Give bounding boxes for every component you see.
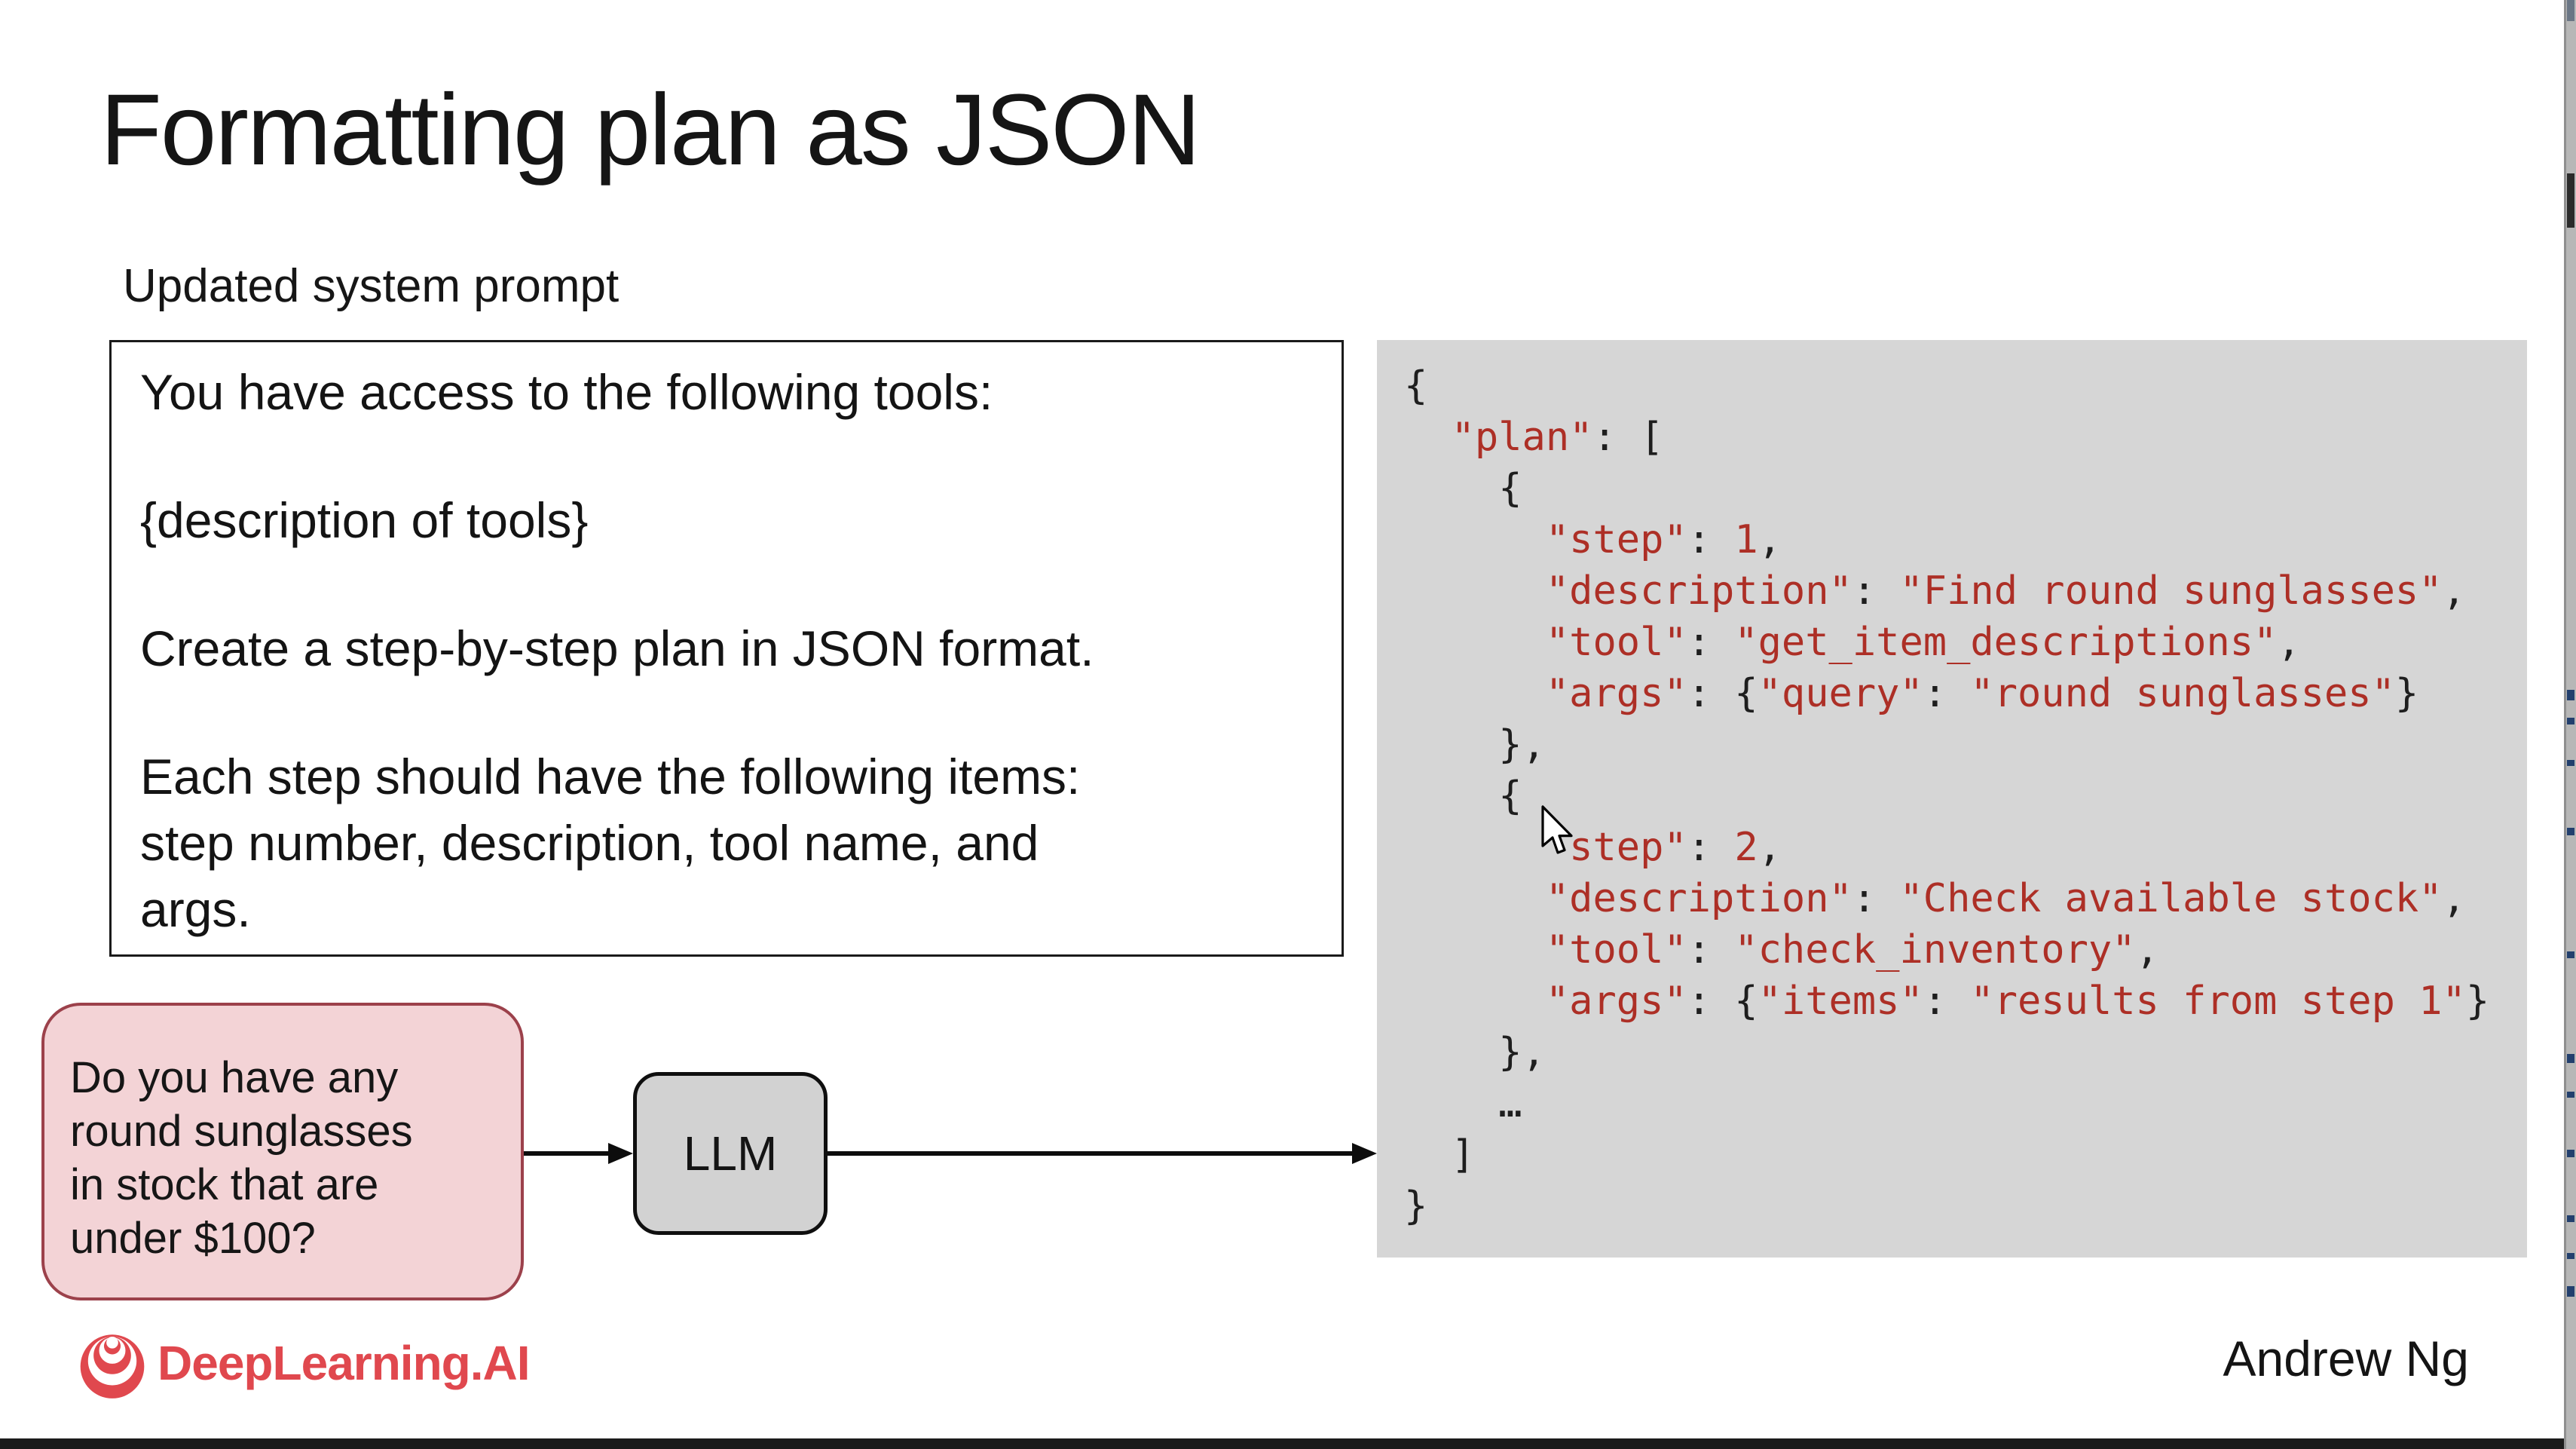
code-line: "plan": [ [1451,415,1664,460]
arrow-llm-to-plan-icon [828,1143,1377,1164]
code-line: "args": {"query": "round sunglasses"} [1545,671,2419,716]
code-line: step": 2, [1569,825,1782,870]
prompt-line: You have access to the following tools: [140,364,993,420]
edge-mark [2567,1253,2574,1259]
prompt-line: Each step should have the following item… [140,749,1081,804]
prompt-line: args. [140,881,251,937]
page-title: Formatting plan as JSON [100,74,1201,186]
code-line: "step": 1, [1545,517,1782,562]
bubble-line: round sunglasses [70,1107,413,1156]
prompt-line: step number, description, tool name, and [140,815,1039,871]
code-lines: { "plan": [ { "step": 1, "description": … [1404,360,2519,1232]
code-line: }, [1404,722,1546,767]
code-line: }, [1404,1030,1546,1075]
bubble-line: under $100? [70,1214,316,1263]
system-prompt-label: Updated system prompt [123,260,620,312]
edge-mark [2567,951,2574,958]
edge-mark [2567,828,2574,835]
edge-mark [2567,0,2574,21]
bottom-edge-bar [0,1438,2576,1449]
edge-mark [2567,1054,2574,1063]
mouse-cursor-icon [1541,805,1573,854]
edge-mark [2567,1150,2574,1157]
user-question-bubble: Do you have any round sunglasses in stoc… [41,1003,524,1300]
edge-mark [2567,760,2574,766]
code-line: { [1404,774,1522,819]
edge-mark [2567,1286,2574,1297]
author-credit: Andrew Ng [2223,1331,2470,1386]
code-line: } [1404,1184,1428,1229]
edge-mark [2567,718,2574,724]
code-line: "description": "Check available stock", [1545,876,2466,921]
code-line: "tool": "check_inventory", [1545,927,2159,973]
edge-mark [2567,1215,2574,1222]
edge-mark [2567,1092,2574,1098]
code-line: "tool": "get_item_descriptions", [1545,620,2301,665]
bubble-line: in stock that are [70,1160,379,1209]
json-plan-panel: { "plan": [ { "step": 1, "description": … [1377,340,2527,1258]
code-line: "description": "Find round sunglasses", [1545,568,2466,614]
code-line: { [1404,363,1428,409]
code-line: { [1404,466,1522,511]
code-line: … [1404,1081,1522,1126]
code-line: "args": {"items": "results from step 1"} [1545,979,2490,1024]
arrow-user-to-llm-icon [524,1143,633,1164]
prompt-line: {description of tools} [140,492,589,548]
deeplearning-logo: DeepLearning.AI [78,1325,531,1401]
system-prompt-box: You have access to the following tools: … [109,340,1344,957]
code-line: ] [1404,1132,1475,1178]
prompt-line: Create a step-by-step plan in JSON forma… [140,620,1094,676]
window-edge-strip [2564,0,2576,1449]
edge-mark [2567,173,2574,228]
llm-node-label: LLM [683,1126,778,1181]
deeplearning-logo-text: DeepLearning.AI [158,1336,531,1390]
bubble-line: Do you have any [70,1053,399,1102]
llm-node: LLM [633,1072,828,1235]
edge-mark [2567,690,2574,700]
deeplearning-logo-icon [80,1334,145,1398]
